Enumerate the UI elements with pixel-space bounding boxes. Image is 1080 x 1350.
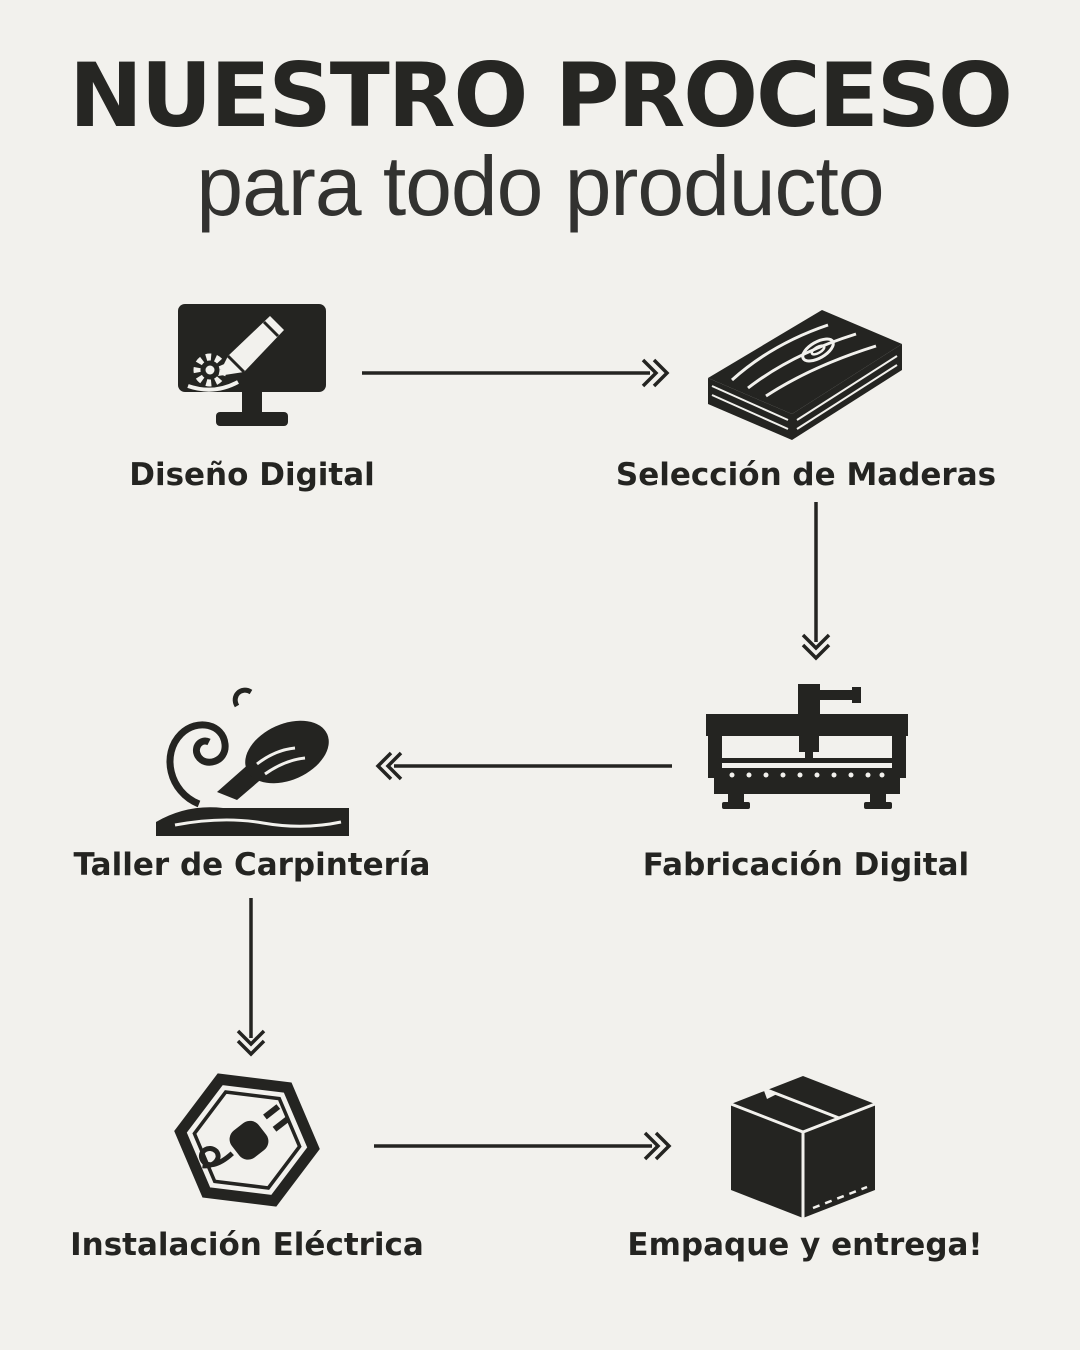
page-title: NUESTRO PROCESO [69,44,1013,147]
package-box-icon [723,1072,883,1222]
wood-plank-icon [700,300,910,450]
arrow-right-1 [360,353,672,393]
step-label-instalacion-electrica: Instalación Eléctrica [70,1227,424,1263]
cnc-router-icon [702,682,912,832]
design-monitor-icon [172,298,332,448]
page-subtitle: para todo producto [196,139,884,233]
wood-carving-icon [153,680,353,840]
arrow-right-2 [372,1126,674,1166]
arrow-down-2 [231,898,271,1060]
step-label-empaque-entrega: Empaque y entrega! [627,1227,983,1263]
arrow-down-1 [796,502,836,664]
header: NUESTRO PROCESO para todo producto [0,44,1080,233]
electric-plug-hexagon-icon [172,1065,322,1215]
step-label-diseno-digital: Diseño Digital [129,457,375,493]
step-label-taller-carpinteria: Taller de Carpintería [73,847,431,883]
arrow-left-1 [372,746,674,786]
step-label-fabricacion-digital: Fabricación Digital [642,847,970,883]
step-label-seleccion-maderas: Selección de Maderas [615,457,997,493]
